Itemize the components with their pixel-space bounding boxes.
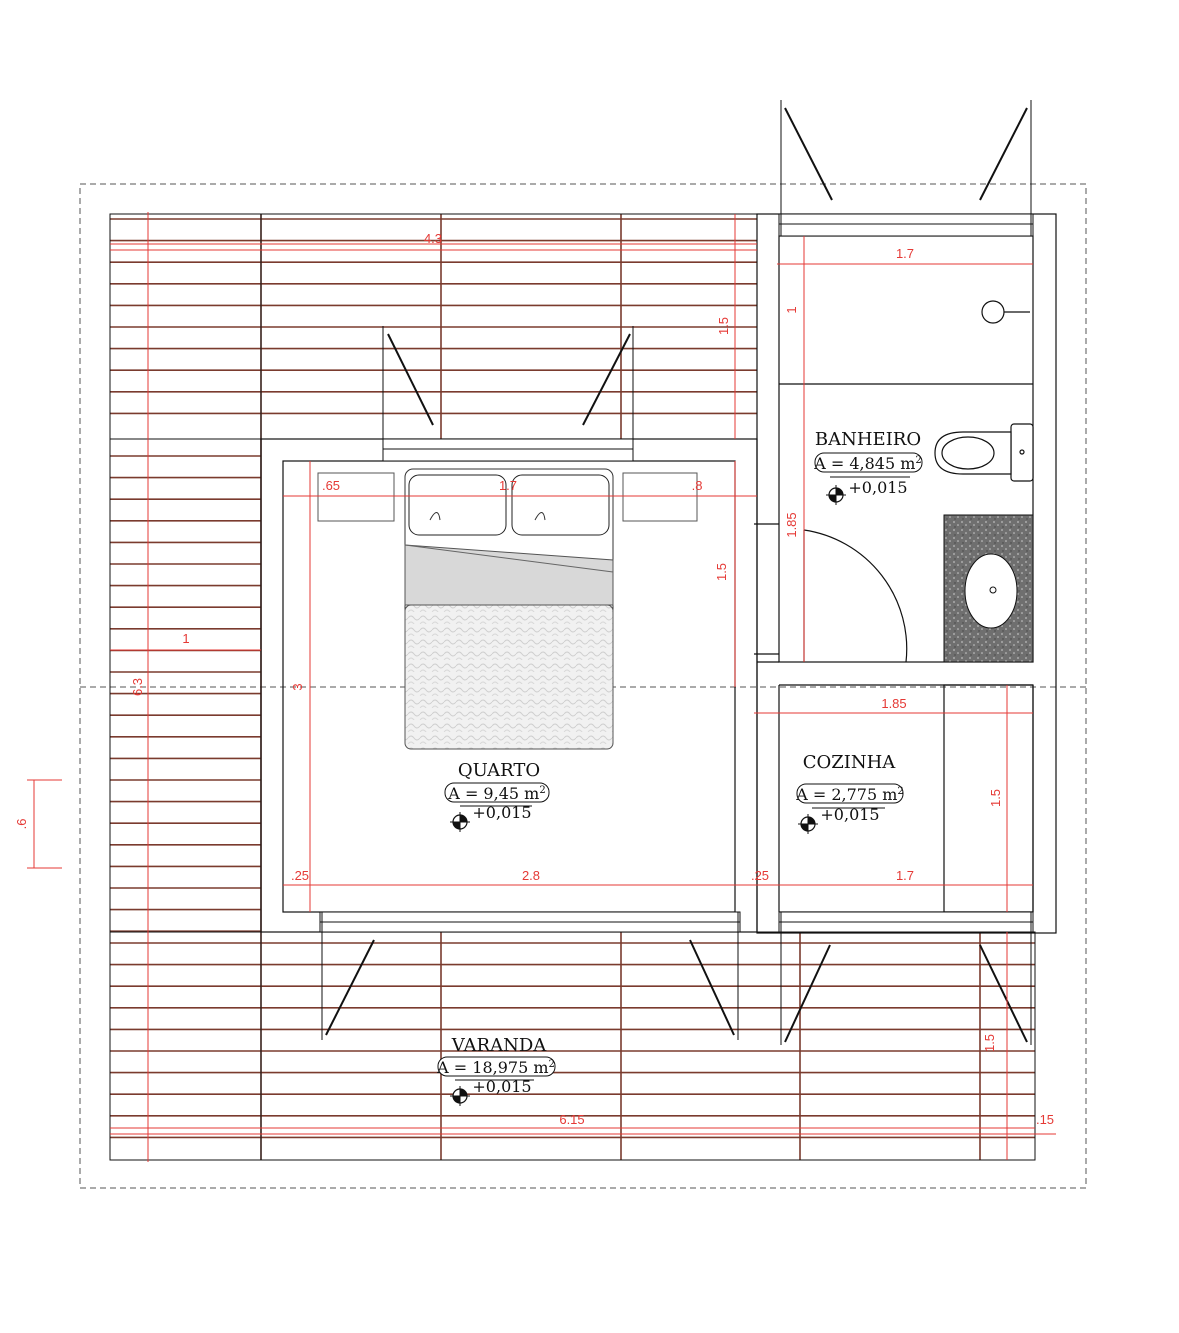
level-symbol-icon <box>450 812 470 832</box>
dimension-lines <box>27 212 1056 1162</box>
dim-top-depth: 1.5 <box>716 317 731 335</box>
dim-edge: .15 <box>1036 1112 1054 1127</box>
window-quarto-bottom <box>319 911 741 1040</box>
dim-front-width: 2.8 <box>522 868 540 883</box>
dim-nightstand-right: .8 <box>692 478 703 493</box>
level-marker: +0,015 <box>472 803 531 822</box>
window-cozinha-bottom <box>778 911 1034 1045</box>
level-marker: +0,015 <box>848 478 907 497</box>
dim-side-width: 1 <box>182 631 189 646</box>
dim-bath-width: 1.7 <box>896 246 914 261</box>
room-name: VARANDA <box>451 1035 548 1056</box>
level-symbol-icon <box>798 814 818 834</box>
toilet-icon <box>934 423 1034 482</box>
dim-offset: .6 <box>14 819 29 830</box>
level-symbols <box>450 485 846 1106</box>
sink-drain-icon <box>989 586 997 594</box>
dim-bath-depth: 1.85 <box>784 512 799 537</box>
room-name: BANHEIRO <box>815 429 921 450</box>
level-marker: +0,015 <box>472 1077 531 1096</box>
deck-planks <box>110 214 1035 1160</box>
window-quarto-top <box>382 326 634 462</box>
dim-total-depth: 6.3 <box>130 678 145 696</box>
room-area: A = 2,775 m2 <box>795 785 904 804</box>
walls <box>260 213 1057 934</box>
dim-total-width: 6.15 <box>559 1112 584 1127</box>
nightstand-right <box>622 472 698 522</box>
dim-bed-width: 1.7 <box>499 478 517 493</box>
dim-wall-mid: .25 <box>751 868 769 883</box>
plot-boundary <box>79 183 1087 1189</box>
room-label-quarto: QUARTO A = 9,45 m2 +0,015 <box>444 760 550 822</box>
sink-counter <box>943 514 1034 663</box>
level-marker: +0,015 <box>820 805 879 824</box>
level-symbol-icon <box>826 485 846 505</box>
room-label-cozinha: COZINHA A = 2,775 m2 +0,015 <box>795 752 904 824</box>
bed-icon <box>404 468 614 750</box>
window-bath-top <box>778 100 1034 237</box>
dim-bath-shower: 1 <box>784 306 799 313</box>
dim-kitchen-width: 1.85 <box>881 696 906 711</box>
shower-drain-icon <box>981 300 1005 324</box>
dim-front-right: 1.7 <box>896 868 914 883</box>
level-symbol-icon <box>450 1086 470 1106</box>
nightstand-left <box>317 472 395 522</box>
dim-bed-depth: 3 <box>290 683 305 690</box>
room-label-banheiro: BANHEIRO A = 4,845 m2 +0,015 <box>813 429 923 497</box>
room-name: COZINHA <box>803 752 897 773</box>
bathroom-door-icon <box>754 523 908 663</box>
room-area: A = 4,845 m2 <box>813 454 922 473</box>
dim-porch-depth: 1.5 <box>982 1034 997 1052</box>
dim-top-width: 4.3 <box>424 231 442 246</box>
dim-wall-left: .25 <box>291 868 309 883</box>
room-area: A = 9,45 m2 <box>447 784 545 803</box>
dim-kitchen-depth: 1.5 <box>988 789 1003 807</box>
dim-nightstand-left: .65 <box>322 478 340 493</box>
room-label-varanda: VARANDA A = 18,975 m2 +0,015 <box>436 1035 556 1096</box>
dim-bed-zone: 1.5 <box>714 563 729 581</box>
room-area: A = 18,975 m2 <box>436 1058 555 1077</box>
room-name: QUARTO <box>458 760 540 781</box>
